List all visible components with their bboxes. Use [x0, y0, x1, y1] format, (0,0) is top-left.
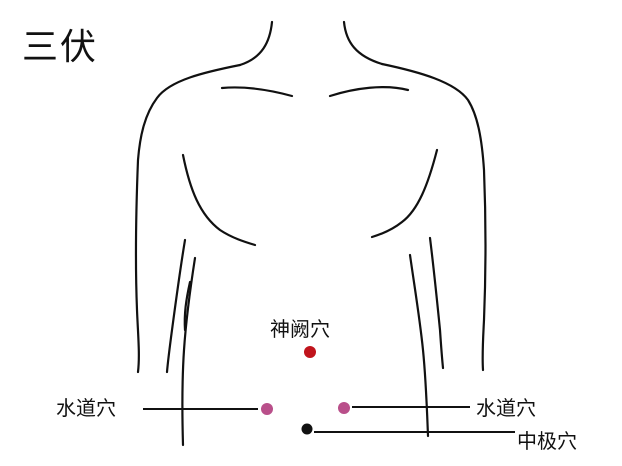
left-clavicle	[220, 86, 294, 98]
shuidao-left-point	[261, 403, 273, 415]
right-pectoral	[370, 148, 439, 239]
neck-right-line	[342, 20, 384, 66]
left-shoulder-line	[134, 63, 242, 374]
right-inner-arm	[428, 236, 445, 370]
label-zhongji: 中极穴	[517, 429, 577, 453]
label-shuidao-left: 水道穴	[56, 396, 116, 420]
left-waist-detail	[183, 280, 192, 332]
left-pectoral	[181, 153, 257, 247]
left-inner-arm	[165, 238, 187, 374]
right-clavicle	[328, 86, 410, 98]
shuidao-right-point	[338, 402, 350, 414]
zhongji-point	[301, 423, 313, 435]
shenque-point	[304, 346, 316, 358]
diagram-title: 三伏	[22, 27, 99, 68]
label-shenque: 神阙穴	[270, 317, 330, 341]
right-torso-side	[408, 253, 430, 438]
left-torso-side	[181, 256, 197, 447]
right-shoulder-line	[380, 62, 487, 372]
label-shuidao-right: 水道穴	[476, 396, 536, 420]
neck-left-line	[238, 20, 274, 67]
